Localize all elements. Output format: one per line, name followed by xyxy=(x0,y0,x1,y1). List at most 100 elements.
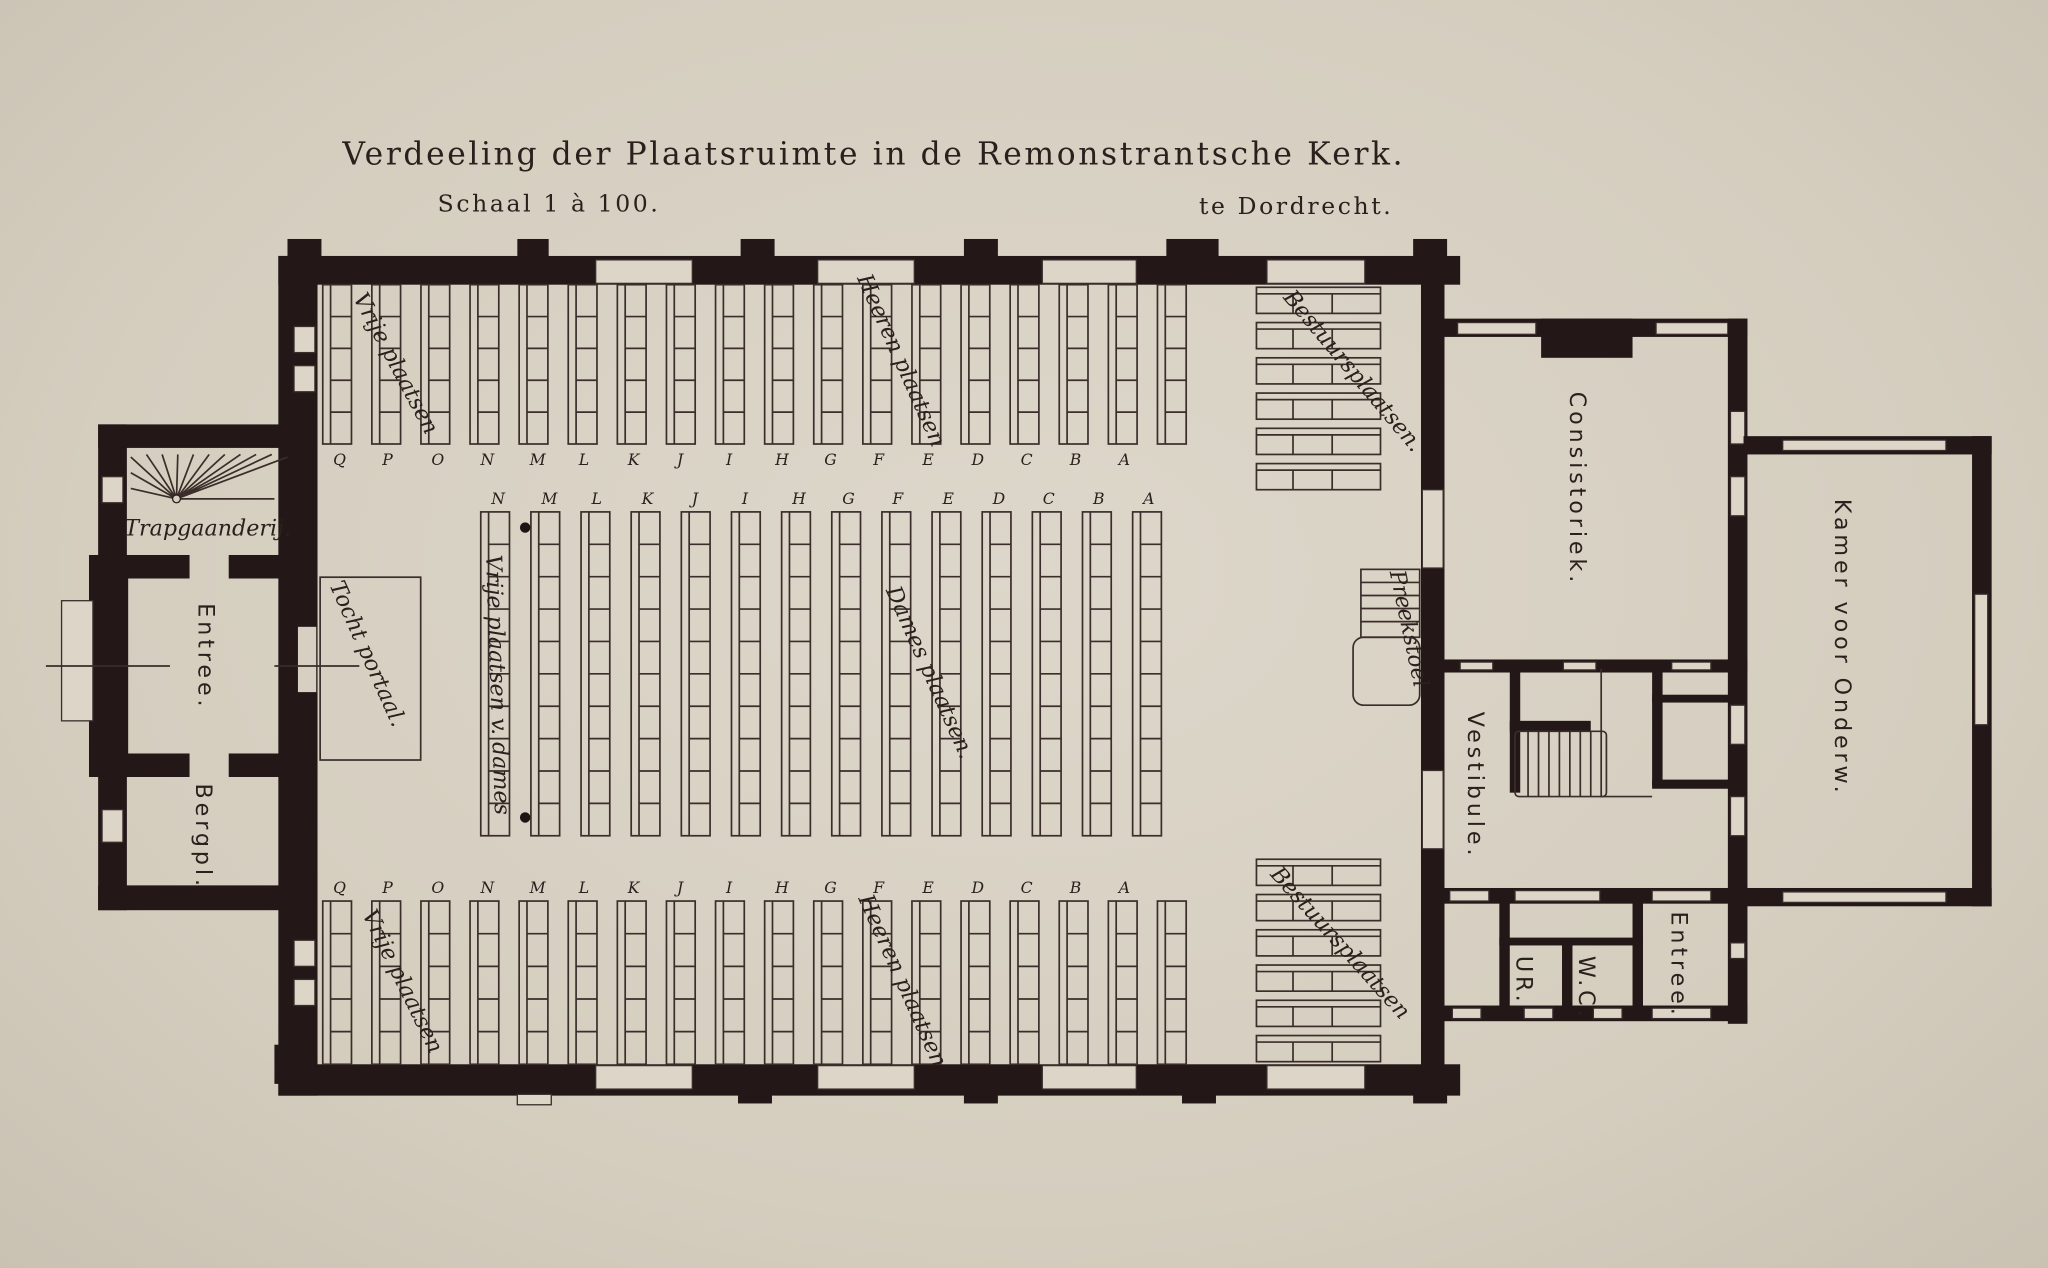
pew xyxy=(1058,283,1089,445)
bestuur-bench xyxy=(1255,321,1382,350)
pulpit xyxy=(1352,568,1421,707)
nave-walls xyxy=(274,238,1461,1106)
label-tocht-portaal: Tocht portaal. xyxy=(324,577,412,731)
pew-row-letter: G xyxy=(824,450,837,469)
pew xyxy=(730,511,762,837)
pew xyxy=(911,900,942,1066)
pew-row-letter: H xyxy=(774,450,789,469)
pew xyxy=(1156,283,1188,445)
pew xyxy=(1107,900,1138,1066)
pew-row-letter: Q xyxy=(333,450,346,469)
pew xyxy=(321,283,353,445)
pew-row-letter: G xyxy=(842,489,855,508)
pew xyxy=(960,283,991,445)
pew-row-letter: I xyxy=(725,878,733,897)
pew-row-letter: N xyxy=(479,450,495,469)
pew-row-letter: A xyxy=(1117,878,1130,897)
bestuur-bench xyxy=(1255,356,1382,385)
pew-row-letter: C xyxy=(1043,489,1055,508)
pew xyxy=(862,900,893,1066)
pew-row-letter: P xyxy=(381,450,393,469)
pew-row-letter: C xyxy=(1021,878,1033,897)
pew xyxy=(370,283,402,445)
pew xyxy=(862,283,893,445)
pew-row-letter: D xyxy=(971,450,985,469)
tocht-portaal-outline xyxy=(319,576,422,761)
plan-location: te Dordrecht. xyxy=(1199,192,1393,220)
pew-row-letter: K xyxy=(641,489,655,508)
bestuursplaatsen-bottom-benches xyxy=(1255,858,1382,1063)
west-annex xyxy=(45,424,360,911)
pew-row-letter: D xyxy=(971,878,985,897)
pew xyxy=(960,900,991,1066)
pew xyxy=(616,283,647,445)
label-vestibule: Vestibule. xyxy=(1462,712,1488,860)
bestuur-bench xyxy=(1255,999,1382,1028)
pew-row-letter: N xyxy=(479,878,495,897)
pew xyxy=(1009,900,1040,1066)
pew-row-letter: N xyxy=(490,489,506,508)
label-entree-east: Entree. xyxy=(1666,911,1692,1018)
pew xyxy=(518,283,549,445)
pew-row-letter: D xyxy=(992,489,1006,508)
pew-row-letter: I xyxy=(725,450,733,469)
pew-row-letter: Q xyxy=(333,878,346,897)
pew xyxy=(714,900,746,1066)
pew xyxy=(567,283,598,445)
pew xyxy=(665,900,697,1066)
pew-row-letter: I xyxy=(741,489,749,508)
pew-row-letter: E xyxy=(921,878,934,897)
pew-row-letter: L xyxy=(590,489,601,508)
pew xyxy=(469,900,500,1066)
pew-row-letter: M xyxy=(529,450,547,469)
pew xyxy=(469,283,500,445)
pew xyxy=(580,511,611,837)
label-wc: W.C. xyxy=(1573,956,1599,1021)
pew-row-letter: L xyxy=(578,878,589,897)
pew-row-letter: B xyxy=(1069,450,1082,469)
pew-row-letter: P xyxy=(381,878,393,897)
pew xyxy=(321,900,353,1066)
pew xyxy=(1131,511,1163,837)
bestuur-bench xyxy=(1255,392,1382,421)
pew-row-letter: C xyxy=(1021,450,1033,469)
staircase-icon xyxy=(130,453,288,504)
label-kamer-voor-onderwijs: Kamer voor Onderw. xyxy=(1829,499,1855,797)
pew xyxy=(1081,511,1113,837)
pew-row-letter: O xyxy=(431,450,444,469)
label-heeren-plaatsen-top: Heeren plaatsen xyxy=(851,269,951,451)
pew xyxy=(812,900,844,1066)
column-marker xyxy=(519,812,531,823)
label-entree-west: Entree. xyxy=(193,603,219,710)
pew-row-letter: M xyxy=(529,878,547,897)
pew-row-letter: L xyxy=(578,450,589,469)
vestibule-stair-icon xyxy=(1514,668,1653,798)
pew xyxy=(630,511,661,837)
pew-row-letter: A xyxy=(1117,450,1130,469)
label-bergplaats: Bergpl. xyxy=(190,784,216,890)
label-urinoir: UR. xyxy=(1510,956,1536,1006)
pew xyxy=(780,511,812,837)
pew xyxy=(763,900,795,1066)
pew xyxy=(370,900,402,1066)
pew xyxy=(812,283,844,445)
pew-row-letter: H xyxy=(791,489,806,508)
pew-row-letter: O xyxy=(431,878,444,897)
label-bestuursplaatsen-top: Bestuursplaatsen. xyxy=(1277,284,1428,457)
pew-row-letter: K xyxy=(627,450,641,469)
pew-row-letter: A xyxy=(1141,489,1154,508)
pew xyxy=(680,511,711,837)
pew xyxy=(420,283,451,445)
pew-row-letter: E xyxy=(942,489,955,508)
pew xyxy=(479,511,511,837)
pew xyxy=(616,900,647,1066)
bestuur-bench xyxy=(1255,427,1382,456)
pew xyxy=(714,283,746,445)
pew-row-letter: B xyxy=(1069,878,1082,897)
pew xyxy=(420,900,451,1066)
pew xyxy=(530,511,561,837)
